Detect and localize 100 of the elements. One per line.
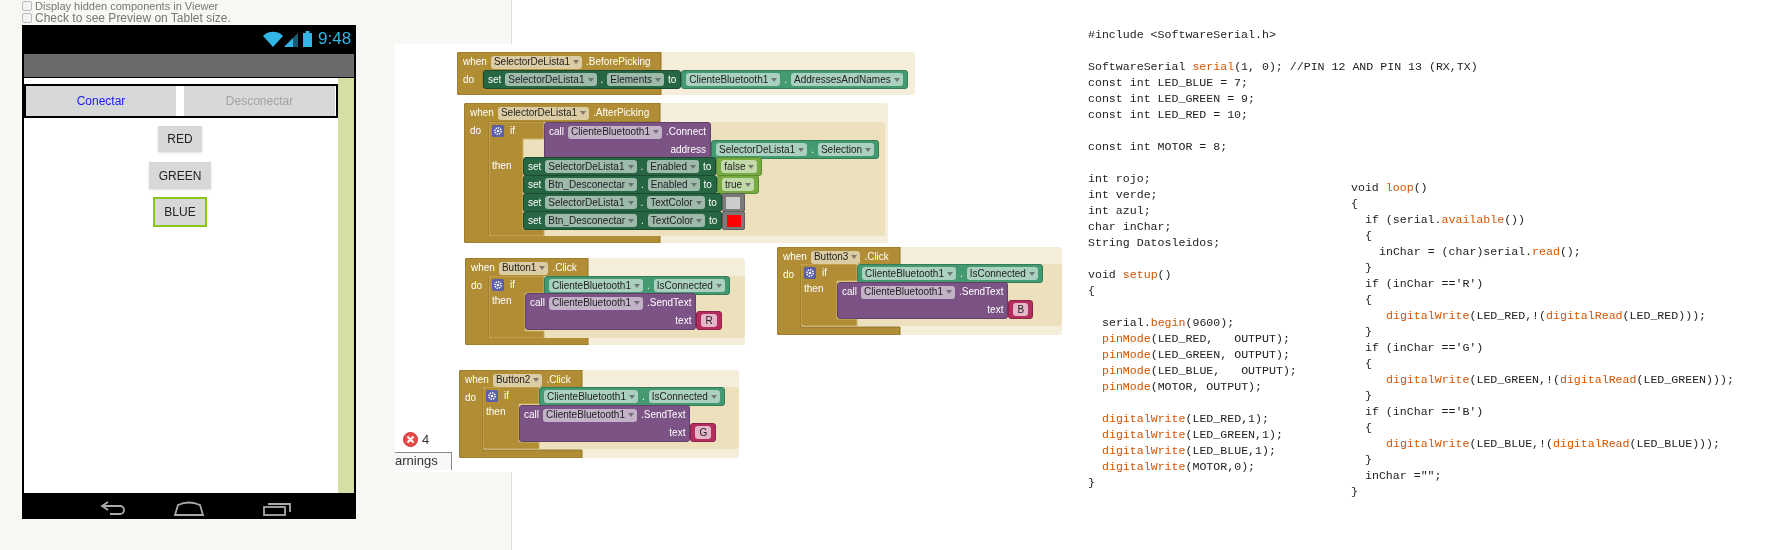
dropdown-field: Selection xyxy=(817,143,875,156)
clock-text: 9:48 xyxy=(318,30,352,48)
block-keyword: .BeforePicking xyxy=(586,57,651,67)
code-line: } xyxy=(1365,452,1372,468)
event-block xyxy=(457,52,915,95)
getter-block xyxy=(539,387,725,406)
dropdown-field: ClienteBluetooth1 xyxy=(549,279,643,292)
dropdown-field: Elements xyxy=(607,73,664,86)
block-keyword: .AfterPicking xyxy=(593,108,650,118)
dropdown-field: TextColor xyxy=(647,196,705,209)
block-keyword: .Connect xyxy=(665,127,706,137)
block-keyword: text xyxy=(669,427,686,438)
if-block xyxy=(489,122,885,236)
code-line: { xyxy=(1365,420,1372,436)
event-block xyxy=(459,370,739,458)
text-block xyxy=(690,423,717,442)
code-line: pinMode(LED_RED, OUTPUT); xyxy=(1102,331,1290,347)
dropdown-field: IsConnected xyxy=(653,279,725,292)
dropdown-field: ClienteBluetooth1 xyxy=(568,125,662,139)
block-keyword: text xyxy=(987,304,1004,315)
block-keyword: call xyxy=(842,287,857,297)
block-keyword: do xyxy=(470,126,482,136)
block-keyword: to xyxy=(709,215,718,226)
text-block xyxy=(1008,300,1034,319)
dropdown-field: SelectorDeLista1 xyxy=(505,73,597,86)
string-field: G xyxy=(695,426,712,439)
block-keyword: if xyxy=(510,126,515,136)
dropdown-field: IsConnected xyxy=(966,267,1038,280)
block-keyword: . xyxy=(811,144,814,155)
code-line: digitalWrite(LED_BLUE,1); xyxy=(1102,443,1276,459)
dropdown-field: ClienteBluetooth1 xyxy=(549,296,643,310)
if-block xyxy=(483,387,739,449)
dropdown-field: SelectorDeLista1 xyxy=(490,55,583,69)
dropdown-field: Enabled xyxy=(647,160,699,173)
code-line: } xyxy=(1365,388,1372,404)
block-keyword: . xyxy=(641,215,644,226)
block-keyword: . xyxy=(641,179,644,190)
warnings-tab: arnings xyxy=(395,452,452,470)
block-keyword: to xyxy=(703,179,712,190)
code-line: const int MOTOR = 8; xyxy=(1088,139,1228,155)
method-call-block xyxy=(519,405,691,442)
dropdown-field: Button1 xyxy=(498,261,549,275)
getter-block xyxy=(544,276,730,295)
block-keyword: call xyxy=(530,298,545,308)
option-label: Check to see Preview on Tablet size. xyxy=(35,12,231,25)
code-line: String Datosleidos; xyxy=(1088,235,1221,251)
block-keyword: . xyxy=(641,391,645,402)
code-line: { xyxy=(1365,356,1372,372)
code-line: } xyxy=(1351,484,1358,500)
code-line: #include <SoftwareSerial.h> xyxy=(1088,27,1276,43)
block-keyword: text xyxy=(675,315,692,326)
event-block xyxy=(464,103,888,243)
code-line: inChar =""; xyxy=(1365,468,1442,484)
error-count: 4 xyxy=(422,432,430,447)
dropdown-field: false xyxy=(721,160,758,173)
if-block xyxy=(489,276,745,338)
block-keyword: .SendText xyxy=(958,287,1004,297)
getter-block xyxy=(857,264,1043,283)
block-keyword: if xyxy=(510,280,515,290)
block-keyword: when xyxy=(471,263,495,273)
block-keyword: set xyxy=(528,179,542,190)
dropdown-field: ClienteBluetooth1 xyxy=(544,390,638,403)
block-keyword: .Click xyxy=(864,252,889,262)
block-keyword: set xyxy=(528,197,542,208)
code-line: } xyxy=(1088,475,1095,491)
code-line: } xyxy=(1365,324,1372,340)
dropdown-field: SelectorDeLista1 xyxy=(545,196,637,209)
dropdown-field: AddressesAndNames xyxy=(791,73,903,86)
code-line: { xyxy=(1365,292,1372,308)
block-keyword: if xyxy=(822,268,827,278)
code-line: SoftwareSerial serial(1, 0); //PIN 12 AND PIN 13 (RX,TX) xyxy=(1088,59,1478,75)
code-line: digitalWrite(LED_BLUE,!(digitalRead(LED_BLUE))); xyxy=(1386,436,1720,452)
block-keyword: .Click xyxy=(546,375,571,385)
code-line: void loop() xyxy=(1351,180,1428,196)
code-line: if (inChar =='B') xyxy=(1365,404,1484,420)
code-line: int rojo; xyxy=(1088,171,1151,187)
block-keyword: if xyxy=(504,391,509,401)
code-line: inChar = (char)serial.read(); xyxy=(1379,244,1581,260)
block-keyword: .SendText xyxy=(640,410,686,420)
if-block xyxy=(801,264,1062,326)
dropdown-field: SelectorDeLista1 xyxy=(497,106,590,120)
code-line: int azul; xyxy=(1088,203,1151,219)
string-field: B xyxy=(1013,303,1029,316)
boolean-block xyxy=(716,157,763,176)
block-keyword: . xyxy=(640,197,644,208)
event-block xyxy=(777,247,1062,335)
code-line: { xyxy=(1351,196,1358,212)
block-keyword: do xyxy=(465,393,477,403)
code-line: { xyxy=(1088,283,1095,299)
code-line: } xyxy=(1365,260,1372,276)
method-call-block xyxy=(837,282,1009,319)
dropdown-field: Button2 xyxy=(492,373,543,387)
code-line: digitalWrite(LED_GREEN,!(digitalRead(LED_GREEN))); xyxy=(1386,372,1734,388)
block-keyword: then xyxy=(492,296,512,306)
block-keyword: set xyxy=(488,74,502,85)
setter-block xyxy=(483,70,682,89)
block-keyword: . xyxy=(600,74,604,85)
block-keyword: when xyxy=(463,57,487,67)
dropdown-field: IsConnected xyxy=(648,390,720,403)
block-keyword: do xyxy=(463,75,475,85)
